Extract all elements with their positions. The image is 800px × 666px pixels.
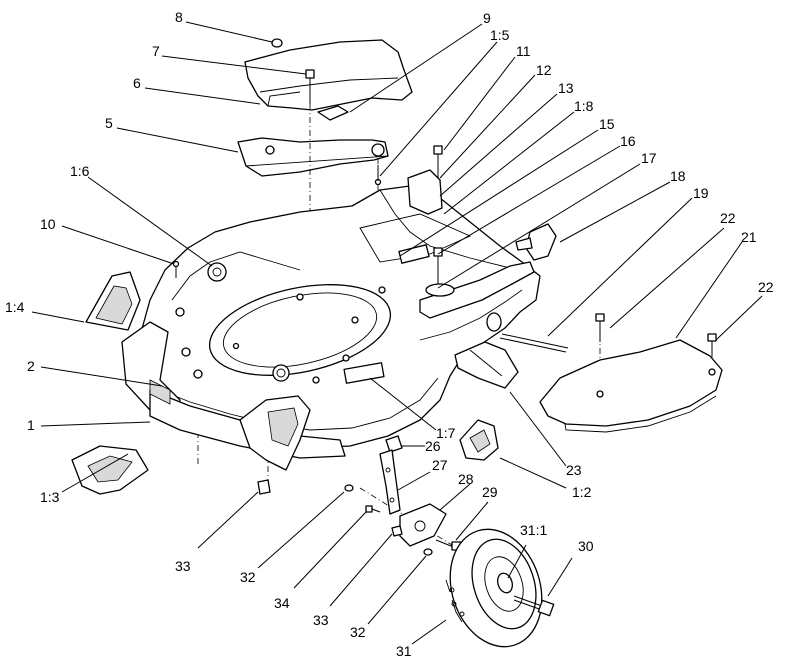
callout-6: 6 [133,75,141,91]
adjuster-part-26 [385,435,403,453]
callout-7: 7 [152,43,160,59]
callout-18: 18 [670,168,686,184]
callout-1-4: 1:4 [5,299,25,315]
callout-31: 31 [396,643,412,659]
rod-part-19 [499,333,569,353]
callout-1-6: 1:6 [70,163,90,179]
washer-part-32-lower [423,548,433,556]
bolt-part-34 [365,505,381,513]
callout-33-upper: 33 [175,558,191,574]
callout-22-right: 22 [758,279,774,295]
wheel-bolt-part-30 [513,595,555,617]
callout-23: 23 [566,462,582,478]
callout-26: 26 [425,438,441,454]
wheel-part-31 [445,528,543,648]
callout-13: 13 [558,80,574,96]
arm-part-27 [379,449,401,515]
callout-33-lower: 33 [313,612,329,628]
callout-15: 15 [599,116,615,132]
rear-plug-part-1-3 [71,445,149,495]
wheel-guard-part-1-7 [239,395,311,471]
nut-part-8 [271,38,283,48]
callout-9: 9 [483,10,491,26]
callout-27: 27 [432,457,448,473]
callout-30: 30 [578,538,594,554]
washer-part-32-upper [344,484,354,492]
callout-1-2: 1:2 [572,484,592,500]
callout-2: 2 [27,358,35,374]
callout-1-3: 1:3 [40,489,60,505]
callout-32-upper: 32 [240,569,256,585]
callout-1-7: 1:7 [436,425,456,441]
callout-34: 34 [274,595,290,611]
callout-31-1: 31:1 [520,522,547,538]
callout-22-top: 22 [720,210,736,226]
front-guard-part-1-2 [459,419,499,461]
callout-28: 28 [458,471,474,487]
callout-1-8: 1:8 [574,98,594,114]
callout-labels: 8 9 1:5 7 11 12 6 13 1:8 5 15 16 17 1:6 … [5,9,774,659]
screw-part-22-left [595,313,605,342]
callout-19: 19 [693,185,709,201]
discharge-plate-part-21 [539,339,723,433]
callout-1-5: 1:5 [490,27,510,43]
callout-10: 10 [40,216,56,232]
callout-29: 29 [482,484,498,500]
hinge-bracket-part-5 [237,137,389,177]
callout-5: 5 [105,115,113,131]
leader-lines [31,21,763,645]
callout-11: 11 [516,43,531,59]
screw-part-22-right [707,333,717,356]
chute-part-23 [454,341,519,389]
axle-assembly-parts-15-18 [407,145,557,332]
wheel-bracket-part-28 [399,503,447,547]
bracket-part-9 [317,105,349,121]
nut-part-33-upper [257,479,271,495]
callout-17: 17 [641,150,657,166]
nut-part-33-lower [391,525,403,537]
rear-door-part-6 [244,39,413,111]
callout-12: 12 [536,62,552,78]
callout-16: 16 [620,133,636,149]
callout-21: 21 [741,229,757,245]
callout-1: 1 [27,417,35,433]
callout-32-lower: 32 [350,624,366,640]
mulch-plug-part-1-4 [85,271,141,331]
callout-8: 8 [175,9,183,25]
